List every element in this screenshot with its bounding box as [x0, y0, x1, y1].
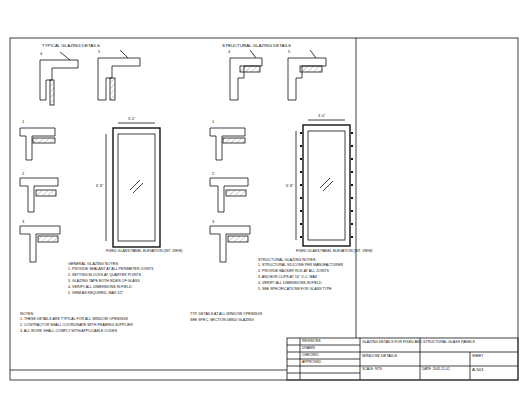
callout-number: 3	[212, 220, 214, 224]
note-line: 1. PROVIDE SEALANT AT ALL PERIMETER JOIN…	[68, 268, 153, 272]
note-line: 5. SEE SPECIFICATIONS FOR GLASS TYPE	[258, 288, 332, 292]
note-heading: STRUCTURAL GLAZING NOTES:	[258, 258, 316, 262]
note-line: 3. GLAZING TAPE BOTH SIDES OF GLASS	[68, 280, 140, 284]
note-line: 1. THESE DETAILS ARE TYPICAL FOR ALL WIN…	[20, 318, 128, 322]
project-title: GLAZING DETAILS FOR FIXED AND STRUCTURAL…	[362, 341, 475, 345]
sheet-number: A-501	[472, 368, 484, 373]
dimension: 3'-0"	[318, 115, 325, 119]
dimension: 6'-8"	[96, 185, 103, 189]
title-cell: DRAWN	[302, 347, 315, 351]
callout-number: 4	[228, 50, 230, 54]
title-cell: DATE: 2005-11-01	[422, 368, 450, 372]
callout-number: 2	[212, 172, 214, 176]
note-line: 3. ANCHOR CLIPS AT 16" O.C. MAX	[258, 276, 317, 280]
title-cell: SHEET	[472, 355, 483, 359]
title-cell: APPROVED	[302, 361, 321, 365]
dimension: 6'-8"	[286, 185, 293, 189]
dimension: 3'-0"	[128, 118, 135, 122]
note-line: 2. CONTRACTOR SHALL COORDINATE WITH FRAM…	[20, 324, 133, 328]
sheet-title: WINDOW DETAILS	[362, 354, 397, 358]
note-line: 4. VERIFY ALL DIMENSIONS IN FIELD	[68, 286, 132, 290]
callout-number: 1	[22, 120, 24, 124]
note-line: 5. SHIM AS REQUIRED, MAX 1/2"	[68, 292, 124, 296]
note-line: 1. STRUCTURAL SILICONE PER MANUFACTURER	[258, 264, 343, 268]
detail-title: TYPICAL GLAZING DETAILS	[42, 44, 100, 49]
note-line: 3. ALL WORK SHALL COMPLY WITH APPLICABLE…	[20, 330, 117, 334]
callout-number: 5	[98, 50, 100, 54]
callout-number: 4	[40, 52, 42, 56]
title-cell: SCALE: NTS	[362, 368, 382, 372]
note-line: 4. VERIFY ALL DIMENSIONS IN FIELD	[258, 282, 322, 286]
detail-title: STRUCTURAL GLAZING DETAILS	[222, 44, 291, 49]
title-cell: CHECKED	[302, 354, 319, 358]
callout-number: 5	[288, 50, 290, 54]
note-line: TYP. DETAILS AT ALL WINDOW OPENINGS	[190, 313, 262, 317]
callout-number: 2	[22, 172, 24, 176]
callout-number: 1	[212, 120, 214, 124]
elevation-label: FIXED GLASS PANEL ELEVATION (INT. VIEW)	[106, 250, 183, 254]
note-heading: NOTES:	[20, 312, 34, 316]
note-line: 2. PROVIDE BACKER ROD AT ALL JOINTS	[258, 270, 329, 274]
note-heading: GENERAL GLAZING NOTES:	[68, 262, 119, 266]
note-line: SEE SPEC. SECTION 08800 GLAZING	[190, 319, 254, 323]
title-cell: REVISIONS	[302, 340, 320, 344]
elevation-label: FIXED GLASS PANEL ELEVATION (INT. VIEW)	[296, 250, 373, 254]
note-line: 2. SETTING BLOCKS AT QUARTER POINTS	[68, 274, 141, 278]
callout-number: 3	[22, 220, 24, 224]
